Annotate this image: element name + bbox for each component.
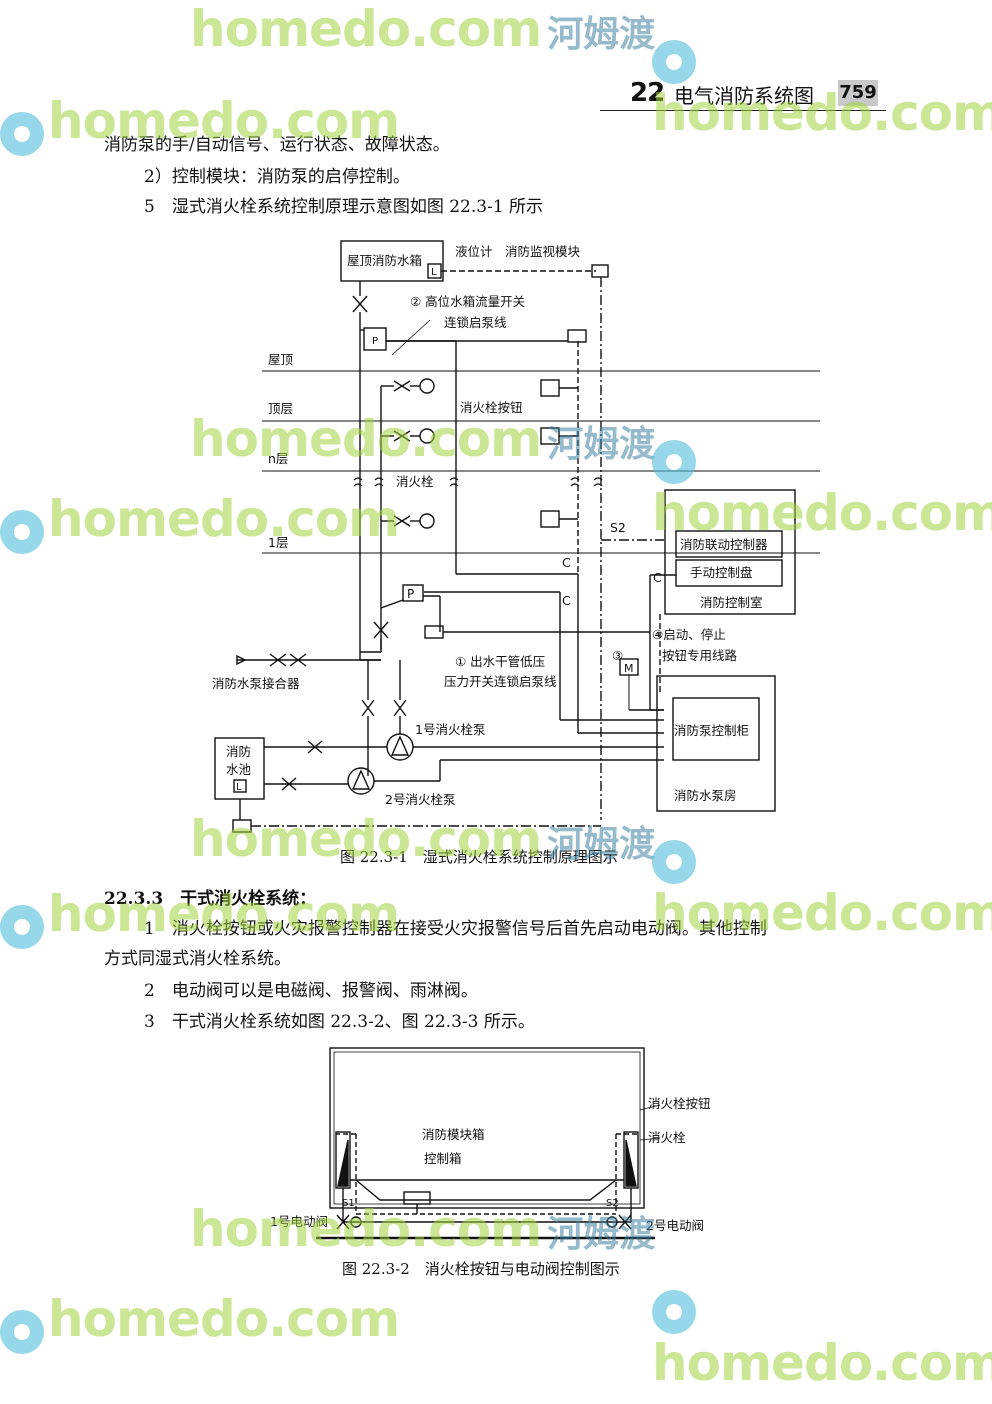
- label-hydrant-button: 消火栓按钮: [460, 400, 523, 415]
- label-pool-2: 水池: [226, 762, 252, 777]
- hydrant-valves: [393, 380, 420, 527]
- hydrant-2: [419, 428, 435, 444]
- label-l: L: [236, 782, 242, 793]
- pump-cabinet-box: [672, 697, 760, 761]
- flow-switch-box: [363, 327, 387, 351]
- para-1a: 1 消火栓按钮或火灾报警控制器在接受火灾报警信号后首先启动电动阀。其他控制: [144, 919, 767, 939]
- label-pump-adapter: 消防水泵接合器: [212, 676, 300, 691]
- label-level-meter: 液位计: [455, 244, 493, 259]
- para-3: 3 干式消火栓系统如图 22.3-2、图 22.3-3 所示。: [144, 1012, 535, 1032]
- page-number: 759: [838, 80, 878, 106]
- label-outlet-low-1: ① 出水干管低压: [455, 654, 545, 669]
- label-m-mark: ③: [612, 648, 623, 663]
- interlock-module-box: [567, 329, 587, 343]
- label-interlock-line: 连锁启泵线: [444, 315, 507, 330]
- pool-level-box: [233, 779, 247, 793]
- label-monitor-module: 消防监视模块: [505, 244, 581, 259]
- hydrant-button-2: [540, 427, 560, 445]
- label-pump-cabinet: 消防泵控制柜: [674, 723, 749, 738]
- hydrant-3: [419, 513, 435, 529]
- label-p-flow: P: [372, 336, 378, 347]
- watermark-text-en: homedo.com: [190, 0, 542, 58]
- label-linkage-controller: 消防联动控制器: [680, 537, 768, 552]
- label-valve-2: 2号电动阀: [646, 1218, 704, 1233]
- body-line-2: 2）控制模块：消防泵的启停控制。: [144, 167, 410, 187]
- label-c2: C: [562, 593, 571, 608]
- body-line-1: 消防泵的手/自动信号、运行状态、故障状态。: [104, 135, 450, 155]
- watermark-text-en: homedo.com: [48, 1290, 400, 1348]
- roof-tank-box: [340, 240, 444, 282]
- watermark-logo-11: homedo.com: [0, 1290, 400, 1354]
- label-hydrant: 消火栓: [396, 474, 434, 489]
- linkage-controller-box: [675, 530, 783, 558]
- module-box: [403, 1191, 431, 1205]
- label-outlet-low-2: 压力开关连锁启泵线: [444, 674, 557, 689]
- label-control-room: 消防控制室: [700, 595, 763, 610]
- para-2: 2 电动阀可以是电磁阀、报警阀、雨淋阀。: [144, 981, 478, 1001]
- flower-icon: [0, 1309, 44, 1354]
- manual-panel-box: [675, 559, 783, 587]
- hydrant-button-1: [540, 379, 560, 397]
- label-s2: S2: [606, 1198, 619, 1209]
- header-rule: [600, 110, 886, 111]
- pool-module-box: [232, 819, 252, 833]
- label-flow-switch: ② 高位水箱流量开关: [410, 294, 525, 309]
- hydrant-button-3: [540, 510, 560, 528]
- flower-icon: [652, 1290, 696, 1334]
- label-module-box: 消防模块箱: [422, 1127, 485, 1142]
- label-p: P: [407, 587, 414, 601]
- label-manual-panel: 手动控制盘: [690, 565, 753, 580]
- flower-icon: [0, 111, 44, 156]
- flower-icon: [0, 904, 44, 949]
- label-floor-1: 1层: [268, 535, 288, 550]
- flower-icon: [652, 840, 696, 884]
- section-title: 22.3.3 干式消火栓系统：: [104, 889, 317, 909]
- chapter-number: 22: [630, 78, 665, 108]
- label-hydrant-button: 消火栓按钮: [648, 1096, 711, 1111]
- chapter-title: 电气消防系统图: [674, 84, 814, 108]
- watermark-text-cn: 河姆渡: [547, 14, 656, 55]
- figure-wet-hydrant-diagram: 屋顶消防水箱 L 液位计 消防监视模块 ② 高位水箱流量开关 连锁启泵线 P 屋…: [212, 240, 820, 833]
- label-l-top: L: [431, 267, 437, 278]
- label-pump-room: 消防水泵房: [674, 788, 737, 803]
- label-roof-tank: 屋顶消防水箱: [347, 253, 422, 268]
- hydrant-1: [419, 378, 435, 394]
- figure-2-caption: 图 22.3-2 消火栓按钮与电动阀控制图示: [342, 1260, 620, 1278]
- flower-icon: [0, 509, 44, 554]
- pump-room-box: [656, 675, 776, 812]
- pressure-switch-box: [402, 584, 424, 602]
- figure-dry-hydrant-diagram: 消火栓按钮 消火栓 消防模块箱 控制箱 1号电动阀 2号电动阀 S1 S2: [270, 1047, 711, 1240]
- label-pump-2: 2号消火栓泵: [385, 792, 455, 807]
- para-1b: 方式同湿式消火栓系统。: [104, 949, 291, 969]
- label-start-stop-2: 按钮专用线路: [662, 648, 738, 663]
- label-valve-1: 1号电动阀: [270, 1214, 328, 1229]
- label-s2: S2: [610, 520, 626, 535]
- label-roof: 屋顶: [268, 352, 294, 367]
- watermark-logo-12: homedo.com: [652, 1290, 992, 1392]
- label-c1: C: [562, 555, 571, 570]
- label-top-floor: 顶层: [268, 401, 293, 416]
- label-n-floor: n层: [268, 451, 288, 466]
- building-outline: [329, 1047, 645, 1209]
- watermark-text-en: homedo.com: [652, 1334, 992, 1392]
- label-c3: C: [653, 570, 662, 585]
- monitor-module-box: [591, 264, 609, 278]
- label-control-box: 控制箱: [424, 1151, 462, 1166]
- body-line-3: 5 湿式消火栓系统控制原理示意图如图 22.3-1 所示: [144, 197, 544, 217]
- label-start-stop-1: ④启动、停止: [652, 627, 726, 642]
- label-s1: S1: [342, 1198, 355, 1209]
- figure-1-caption: 图 22.3-1 湿式消火栓系统控制原理图示: [340, 848, 618, 866]
- label-m: M: [624, 662, 634, 675]
- label-pump-1: 1号消火栓泵: [415, 722, 485, 737]
- label-pool-1: 消防: [226, 744, 251, 759]
- control-room-box: [664, 489, 796, 615]
- label-hydrant: 消火栓: [648, 1130, 686, 1145]
